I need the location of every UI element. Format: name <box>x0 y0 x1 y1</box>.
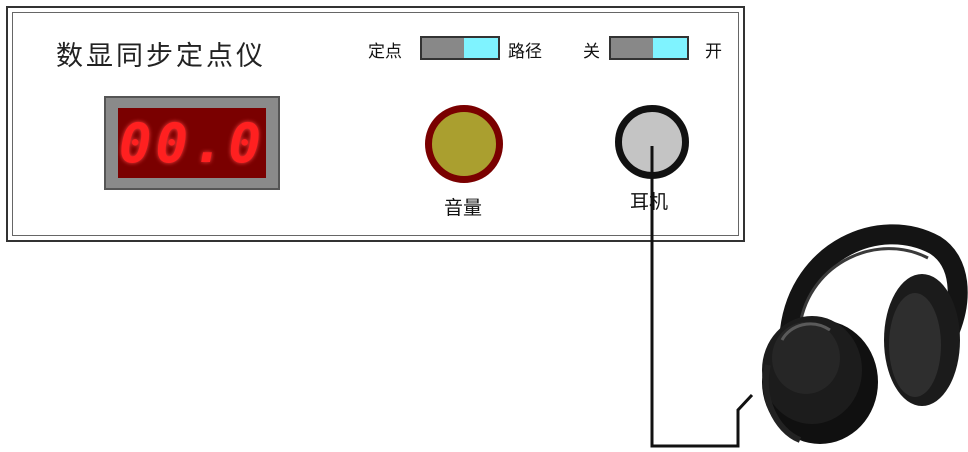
mode-switch-on-segment <box>464 38 498 58</box>
display-value: 00.0 <box>118 111 266 175</box>
volume-label: 音量 <box>444 197 483 219</box>
power-switch-off-segment <box>611 38 653 58</box>
earphone-label: 耳机 <box>630 191 669 213</box>
headphones-headband <box>780 224 968 340</box>
device-title: 数显同步定点仪 <box>56 41 266 72</box>
mode-switch-right-label: 路径 <box>508 42 542 62</box>
power-switch-left-label: 关 <box>583 42 600 62</box>
earphone-cable <box>650 146 754 448</box>
headphones-icon <box>762 224 968 444</box>
mode-switch[interactable] <box>420 36 500 60</box>
volume-knob[interactable] <box>425 105 503 183</box>
power-switch-on-segment <box>653 38 687 58</box>
display-screen: 00.0 <box>118 108 266 178</box>
digital-display: 00.0 <box>104 96 280 190</box>
mode-switch-off-segment <box>422 38 464 58</box>
power-switch[interactable] <box>609 36 689 60</box>
mode-switch-left-label: 定点 <box>368 42 402 62</box>
power-switch-right-label: 开 <box>705 42 722 62</box>
panel-inner-border <box>12 12 739 236</box>
